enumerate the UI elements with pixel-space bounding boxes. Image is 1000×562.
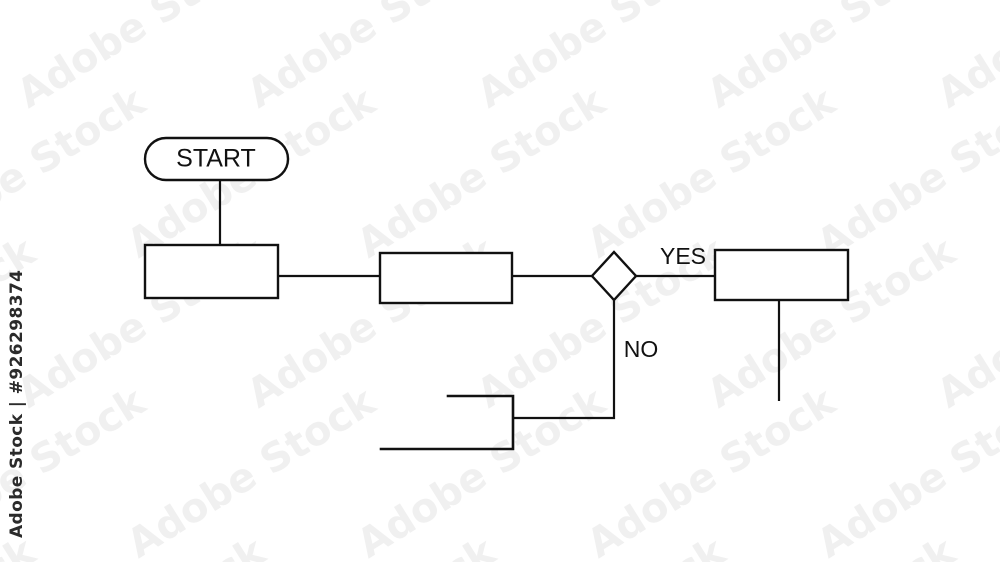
edge-label-no: NO: [624, 336, 659, 362]
process2-box-shape: [378, 251, 514, 305]
node-process4[interactable]: [379, 394, 515, 451]
process1-box-shape: [143, 243, 280, 300]
node-process2[interactable]: [378, 251, 514, 305]
start-terminator-shape: [143, 136, 290, 182]
node-layer: START: [143, 136, 850, 451]
edge-label-layer: YES NO: [624, 243, 706, 362]
process4-open-box-shape: [379, 394, 515, 451]
connector-decision-to-process4-no: [513, 300, 616, 420]
node-process1[interactable]: [143, 243, 280, 300]
node-start[interactable]: START: [143, 136, 290, 182]
process3-box-shape: [713, 248, 850, 302]
edge-label-yes: YES: [660, 243, 706, 269]
node-process3[interactable]: [713, 248, 850, 302]
start-label: START: [176, 145, 256, 173]
connector-layer: [218, 176, 781, 420]
node-decision[interactable]: [590, 250, 638, 302]
decision-diamond-shape: [590, 250, 638, 302]
